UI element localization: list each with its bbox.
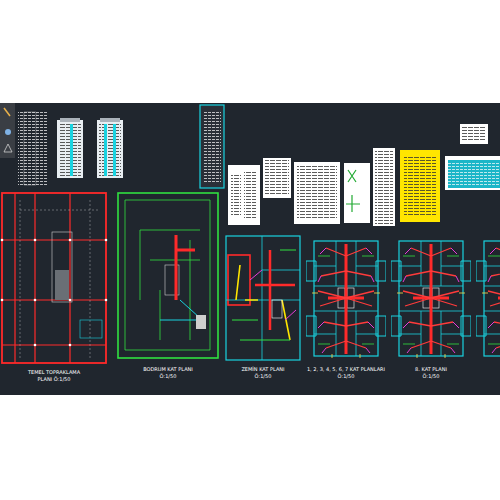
- plan-title: PLANI Ö:1/50: [38, 376, 71, 382]
- plan-title: 1, 2, 3, 4, 5, 6, 7 KAT PLANLARI: [307, 366, 385, 372]
- plan-title: ZEMİN KAT PLANI: [241, 366, 284, 372]
- plan-title: Ö:1/50: [338, 373, 355, 379]
- basement-plan: [118, 193, 218, 358]
- foundation-plan: [1, 193, 108, 363]
- ground-floor-plan: [226, 236, 300, 360]
- plan-title: Ö:1/50: [255, 373, 272, 379]
- plan-title: BODRUM KAT PLANI: [143, 366, 193, 372]
- building-elevation: [57, 118, 123, 178]
- plan-title: Ö:1/50: [423, 373, 440, 379]
- plan-title: Ö:1/50: [160, 373, 177, 379]
- plan-title: 8. KAT PLANI: [415, 366, 447, 372]
- plan-title: TEMEL TOPRAKLAMA: [28, 369, 80, 375]
